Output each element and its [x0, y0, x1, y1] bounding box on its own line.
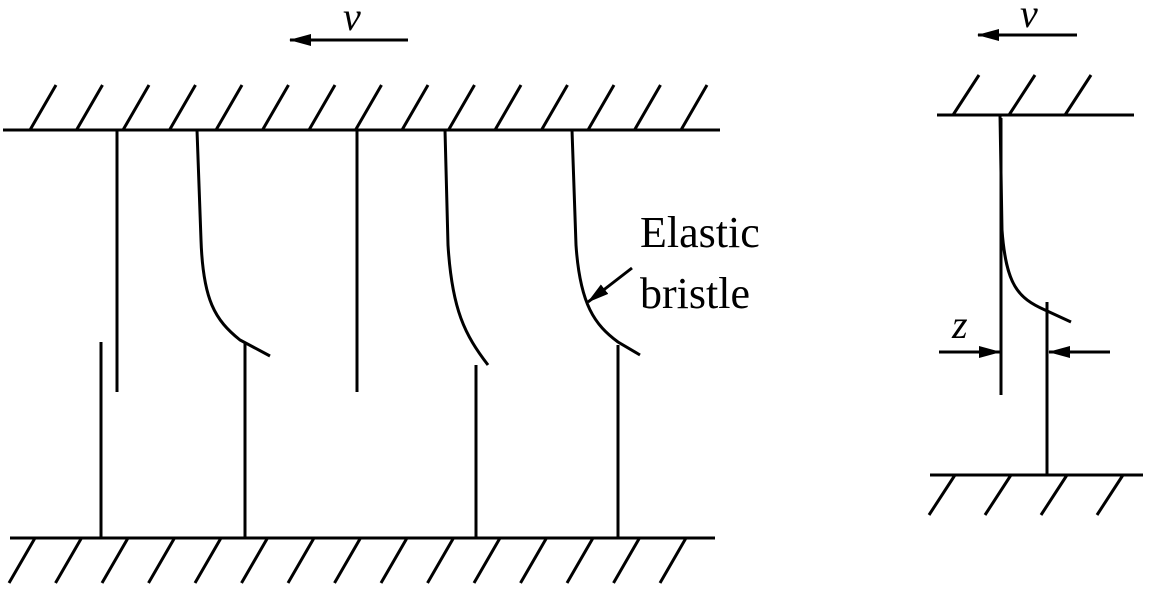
- hatch-mark: [354, 84, 383, 131]
- bristle-bent-2: [443, 129, 490, 366]
- bristle-bent-1: [195, 129, 271, 358]
- hatch-mark: [54, 537, 83, 584]
- hatch-mark: [426, 537, 455, 584]
- velocity-label-right: v: [1020, 0, 1038, 36]
- elastic-bristle-label-line2: bristle: [640, 269, 750, 318]
- hatch-mark: [927, 474, 957, 516]
- left-top-hatching: [28, 84, 709, 131]
- hatch-mark: [240, 537, 269, 584]
- hatch-mark: [679, 84, 709, 131]
- velocity-label-left: v: [343, 0, 361, 39]
- elastic-bristle-label-line1: Elastic: [640, 208, 760, 257]
- hatch-mark: [333, 537, 362, 584]
- right-bristle-bent: [998, 114, 1072, 324]
- right-bottom-hatching: [927, 474, 1125, 516]
- hatch-mark: [983, 474, 1013, 516]
- hatch-mark: [658, 537, 688, 584]
- hatch-mark: [519, 537, 548, 584]
- hatch-mark: [633, 84, 662, 131]
- hatch-mark: [951, 74, 981, 116]
- hatch-mark: [75, 84, 104, 131]
- hatch-mark: [586, 84, 616, 131]
- hatch-mark: [1095, 474, 1125, 516]
- right-top-hatching: [951, 74, 1093, 116]
- bristle-bent-3: [570, 129, 641, 357]
- label-pointer-arrow: [587, 266, 633, 304]
- hatch-mark: [286, 537, 316, 584]
- hatch-mark: [540, 84, 569, 131]
- hatch-mark: [565, 537, 595, 584]
- hatch-mark: [400, 84, 430, 131]
- hatch-mark: [121, 84, 151, 131]
- hatch-mark: [7, 537, 37, 584]
- hatch-mark: [261, 84, 290, 131]
- left-bottom-hatching: [7, 537, 688, 584]
- hatch-mark: [493, 84, 523, 131]
- hatch-mark: [472, 537, 502, 584]
- hatch-mark: [612, 537, 641, 584]
- hatch-mark: [307, 84, 337, 131]
- hatch-mark: [28, 84, 58, 131]
- hatch-mark: [214, 84, 244, 131]
- hatch-mark: [1039, 474, 1069, 516]
- hatch-mark: [447, 84, 476, 131]
- hatch-mark: [1063, 74, 1093, 116]
- hatch-mark: [147, 537, 176, 584]
- hatch-mark: [168, 84, 197, 131]
- hatch-mark: [193, 537, 223, 584]
- hatch-mark: [100, 537, 130, 584]
- hatch-mark: [379, 537, 409, 584]
- hatch-mark: [1007, 74, 1037, 116]
- gap-label: z: [951, 302, 968, 347]
